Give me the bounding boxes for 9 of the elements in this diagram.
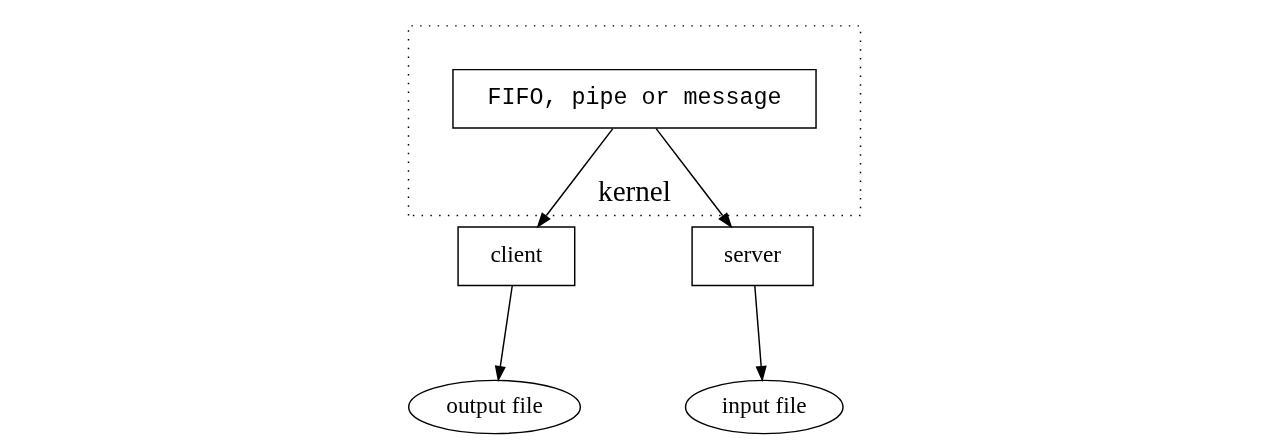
arrow [536,127,614,229]
node-box: FIFO, pipe or message [451,68,817,129]
arrow [654,127,732,229]
node-ellipse: output file [407,379,581,435]
node-ellipse: input file [684,379,844,435]
node-box: server [690,226,814,287]
arrow [494,284,513,382]
node-box: client [456,226,575,287]
arrow [753,284,767,383]
